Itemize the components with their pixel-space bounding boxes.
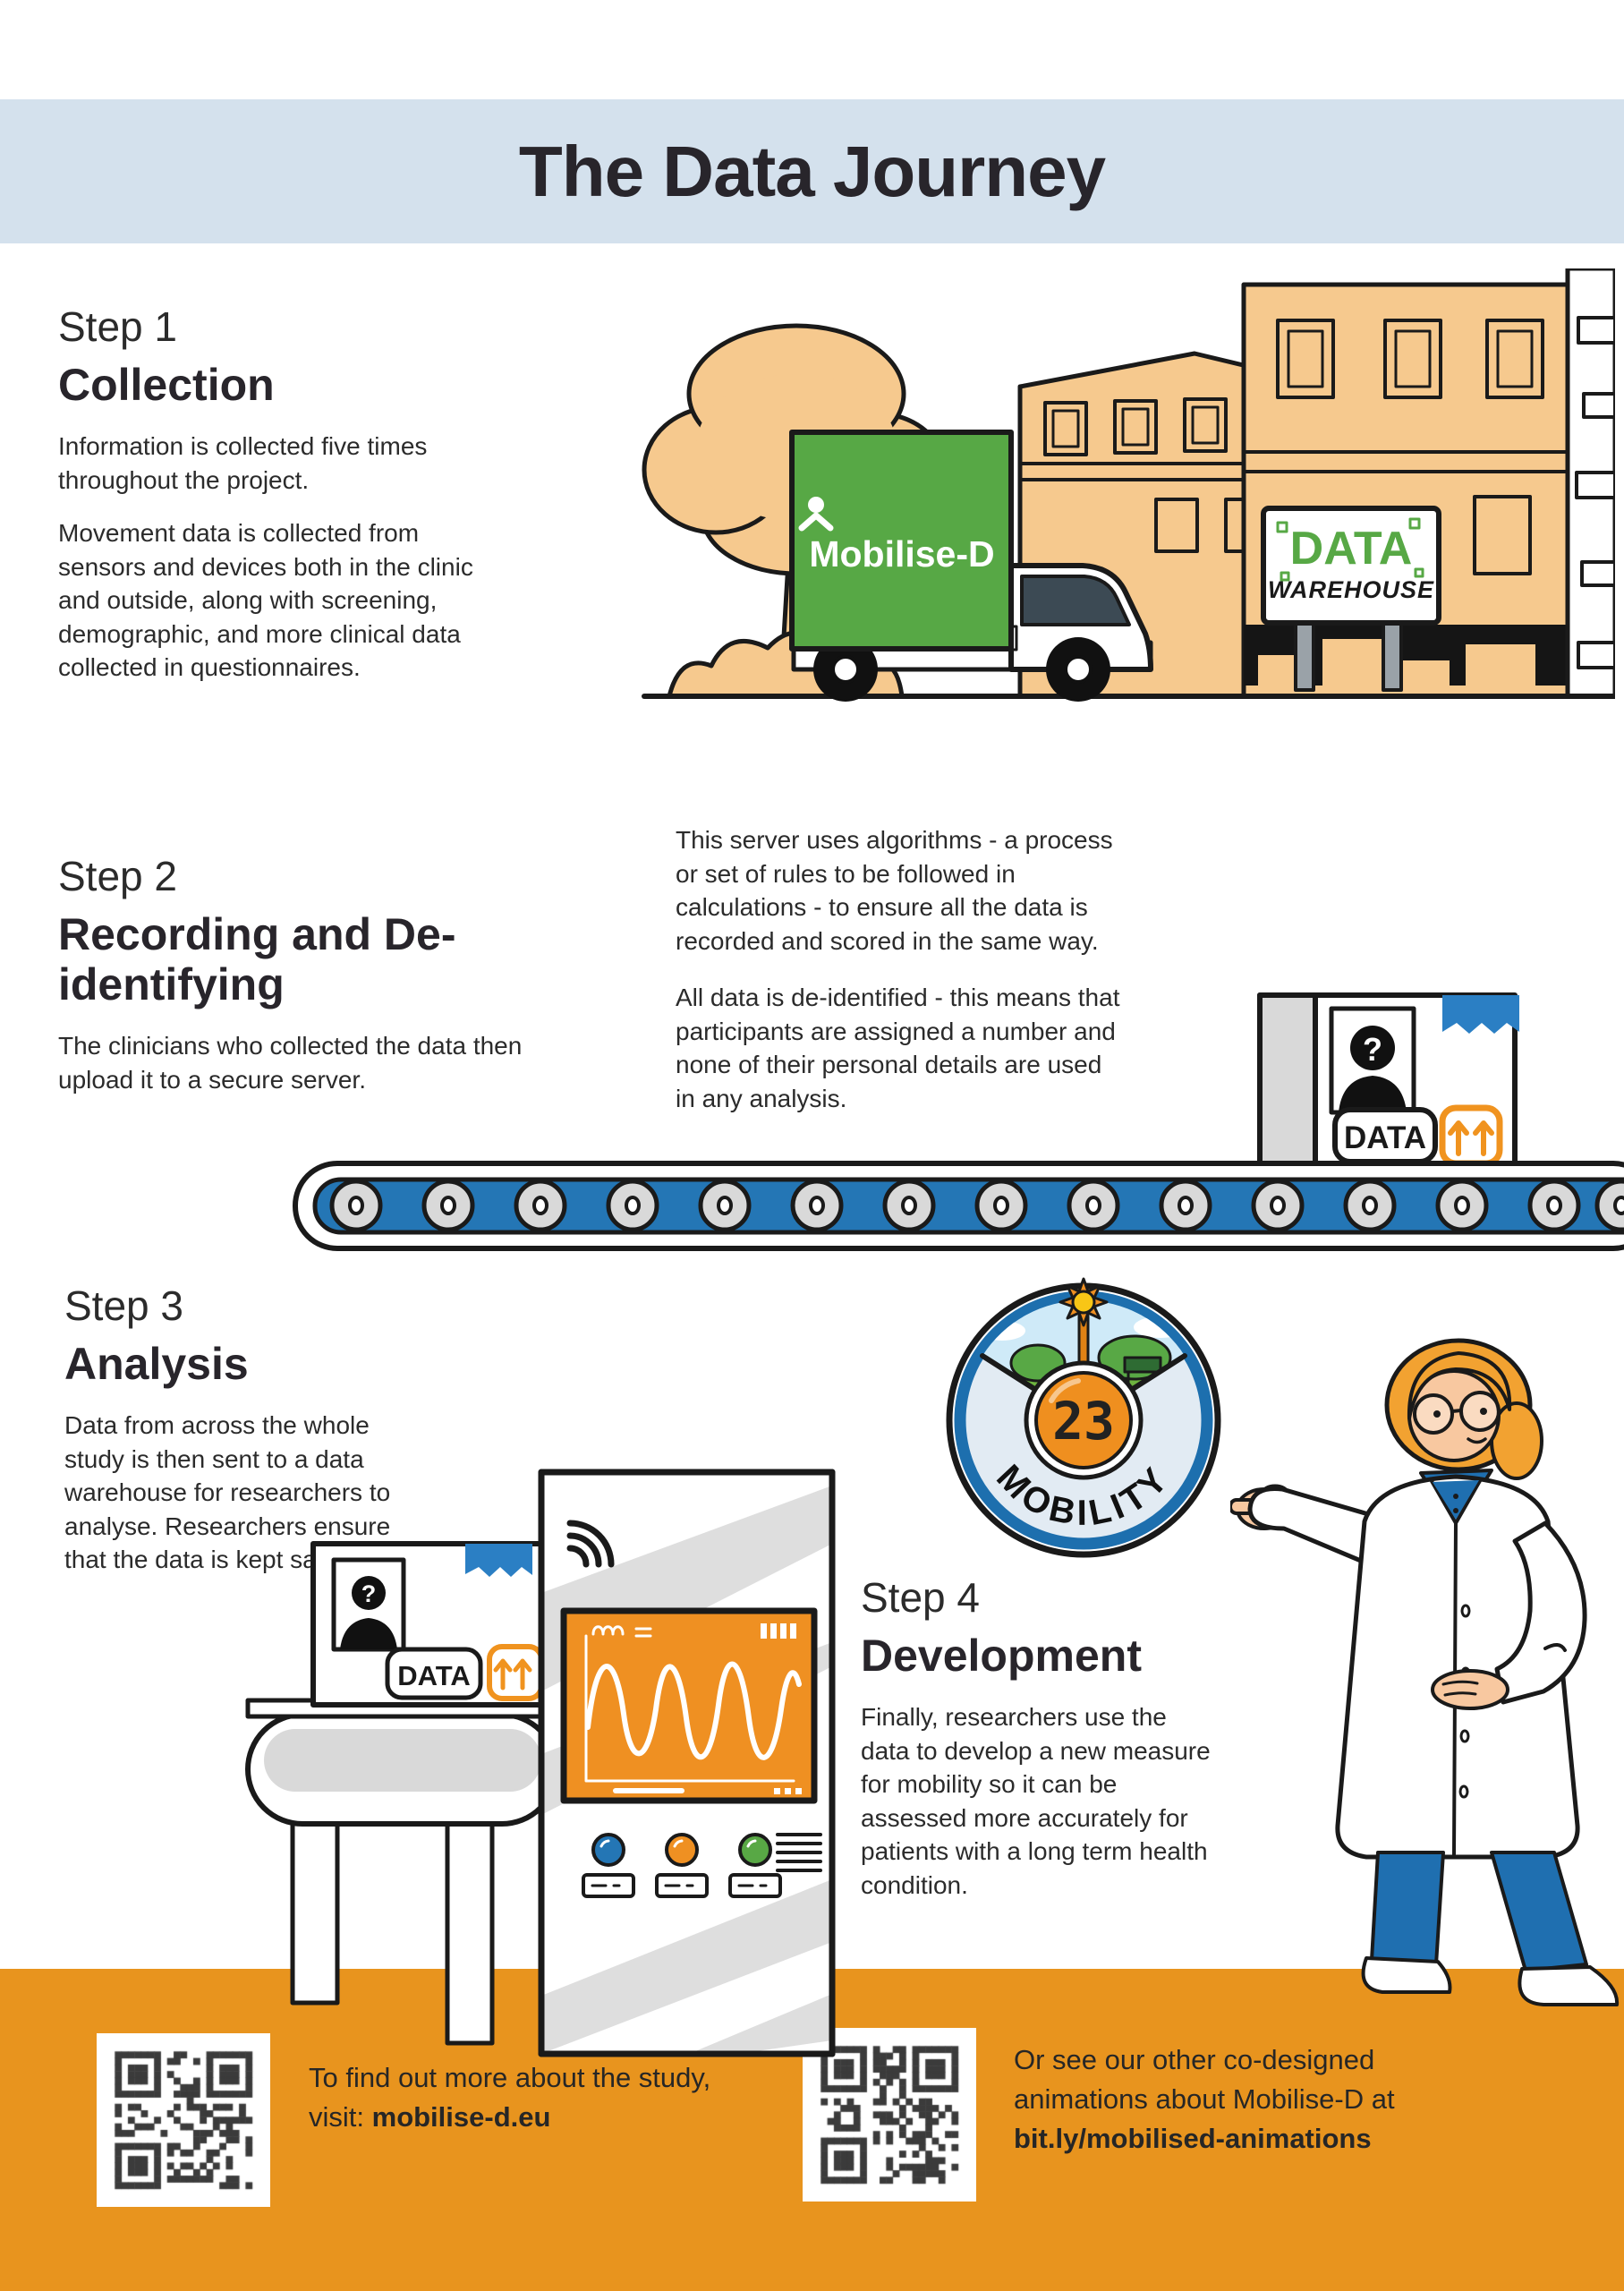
step-4-section: Step 4 Development Finally, researchers … xyxy=(861,1573,1212,1902)
step-2-label: Step 2 xyxy=(58,853,177,899)
step-1-paragraph: Movement data is collected from sensors … xyxy=(58,519,473,682)
analysis-machine xyxy=(245,1698,559,2046)
shoes xyxy=(1361,1956,1620,2006)
step-1-label: Step 1 xyxy=(58,303,177,350)
delivery-truck: Mobilise-D xyxy=(789,430,1153,702)
step-3-section: Step 3 Analysis Data from across the who… xyxy=(64,1282,397,1577)
step-1-section: Step 1 Collection Information is collect… xyxy=(58,302,497,685)
question-silhouette xyxy=(1350,1026,1395,1070)
this-way-up-icon xyxy=(1439,1104,1503,1167)
step-1-paragraph: Information is collected five times thro… xyxy=(58,432,428,494)
step-2-side-paragraph: This server uses algorithms - a process … xyxy=(676,826,1113,955)
svg-text:DATA: DATA xyxy=(397,1660,471,1691)
step-2-side-text: This server uses algorithms - a process … xyxy=(676,823,1127,1138)
pocket-detail xyxy=(1543,1643,1567,1652)
server-tower xyxy=(538,1469,836,2057)
footer-right-link[interactable]: bit.ly/mobilised-animations xyxy=(1014,2123,1372,2155)
data-box-step2: ? DATA xyxy=(1257,992,1519,1168)
warehouse-building xyxy=(1241,282,1573,699)
participant-label: ? xyxy=(1329,1006,1416,1115)
step-3-label: Step 3 xyxy=(64,1282,183,1329)
participant-label: ? xyxy=(331,1557,406,1652)
question-mark: ? xyxy=(361,1580,377,1607)
qr-code-study-canvas xyxy=(108,2045,259,2195)
step-2-section: Step 2 Recording and De-identifying The … xyxy=(58,852,523,1096)
data-box-step3: ? DATA xyxy=(310,1541,562,1708)
shirt-visible xyxy=(1433,1480,1479,1520)
packing-tape xyxy=(465,1544,532,1577)
speaker-grille xyxy=(776,1833,822,1872)
gauge-value: 23 xyxy=(1052,1391,1115,1452)
conveyor-belt-illustration: ? DATA xyxy=(293,992,1624,1251)
belt-rollers xyxy=(329,1179,1624,1232)
title-banner: The Data Journey xyxy=(0,99,1624,243)
page-title: The Data Journey xyxy=(518,131,1106,211)
lab-coat xyxy=(1335,1474,1580,1860)
step-2-body: The clinicians who collected the data th… xyxy=(58,1029,523,1096)
researcher-head xyxy=(1384,1338,1543,1480)
bent-arm-sleeve xyxy=(1494,1520,1587,1705)
data-badge: DATA xyxy=(385,1647,483,1700)
mobilise-d-logo: Mobilise-D xyxy=(798,497,995,575)
windshield xyxy=(1020,575,1131,626)
footer-right-label: Or see our other co-designed animations … xyxy=(1014,2044,1395,2116)
qr-code-study xyxy=(97,2033,270,2207)
sign-text-data: DATA xyxy=(1290,523,1413,575)
waveform-screen xyxy=(560,1607,818,1804)
trousers xyxy=(1370,1851,1588,1972)
truck-box xyxy=(789,430,1014,652)
conveyor-belt xyxy=(293,1161,1624,1251)
wifi-icon xyxy=(566,1520,615,1568)
step-1-body: Information is collected five times thro… xyxy=(58,430,497,685)
data-badge: DATA xyxy=(1332,1107,1438,1164)
mobility-gauge: 23 MOBILITY xyxy=(946,1277,1221,1558)
footer-left-label: To find out more about the study, visit: xyxy=(309,2062,711,2133)
question-mark: ? xyxy=(1363,1031,1382,1068)
step-4-heading: Development xyxy=(861,1631,1142,1681)
svg-text:DATA: DATA xyxy=(1344,1120,1426,1155)
brick-wall xyxy=(1565,268,1615,699)
step-3-paragraph: Data from across the whole study is then… xyxy=(64,1411,391,1574)
analysis-machine-illustration: ? DATA xyxy=(245,1469,836,2057)
sun-pointer xyxy=(1059,1277,1109,1327)
step-4-label: Step 4 xyxy=(861,1574,980,1621)
resting-hand xyxy=(1431,1669,1509,1710)
researcher-figure xyxy=(1230,1338,1620,2006)
this-way-up-icon xyxy=(487,1644,544,1701)
power-buttons[interactable] xyxy=(582,1833,782,1898)
step-2-paragraph: The clinicians who collected the data th… xyxy=(58,1032,523,1094)
footer-left-text: To find out more about the study, visit:… xyxy=(309,2058,716,2137)
sign-text-warehouse: WAREHOUSE xyxy=(1268,576,1434,603)
qr-code-animations-canvas xyxy=(814,2040,965,2190)
footer-right-text: Or see our other co-designed animations … xyxy=(1014,2040,1504,2159)
step-2-heading: Recording and De-identifying xyxy=(58,909,456,1009)
step-2-side-paragraph: All data is de-identified - this means t… xyxy=(676,984,1120,1112)
footer-left-link[interactable]: mobilise-d.eu xyxy=(371,2101,551,2133)
packing-tape xyxy=(1442,995,1519,1034)
step-4-body: Finally, researchers use the data to dev… xyxy=(861,1700,1212,1902)
step-4-paragraph: Finally, researchers use the data to dev… xyxy=(861,1703,1211,1899)
step-3-body: Data from across the whole study is then… xyxy=(64,1409,397,1577)
pointing-arm-sleeve xyxy=(1247,1486,1390,1573)
data-warehouse-sign: DATA WAREHOUSE xyxy=(1261,506,1441,692)
step-3-heading: Analysis xyxy=(64,1339,249,1389)
step-1-heading: Collection xyxy=(58,360,275,410)
street-scene-illustration: DATA WAREHOUSE Mobilise-D xyxy=(642,268,1615,702)
waveform xyxy=(585,1661,802,1760)
truck-logo-text: Mobilise-D xyxy=(809,533,994,575)
question-silhouette xyxy=(352,1576,386,1610)
